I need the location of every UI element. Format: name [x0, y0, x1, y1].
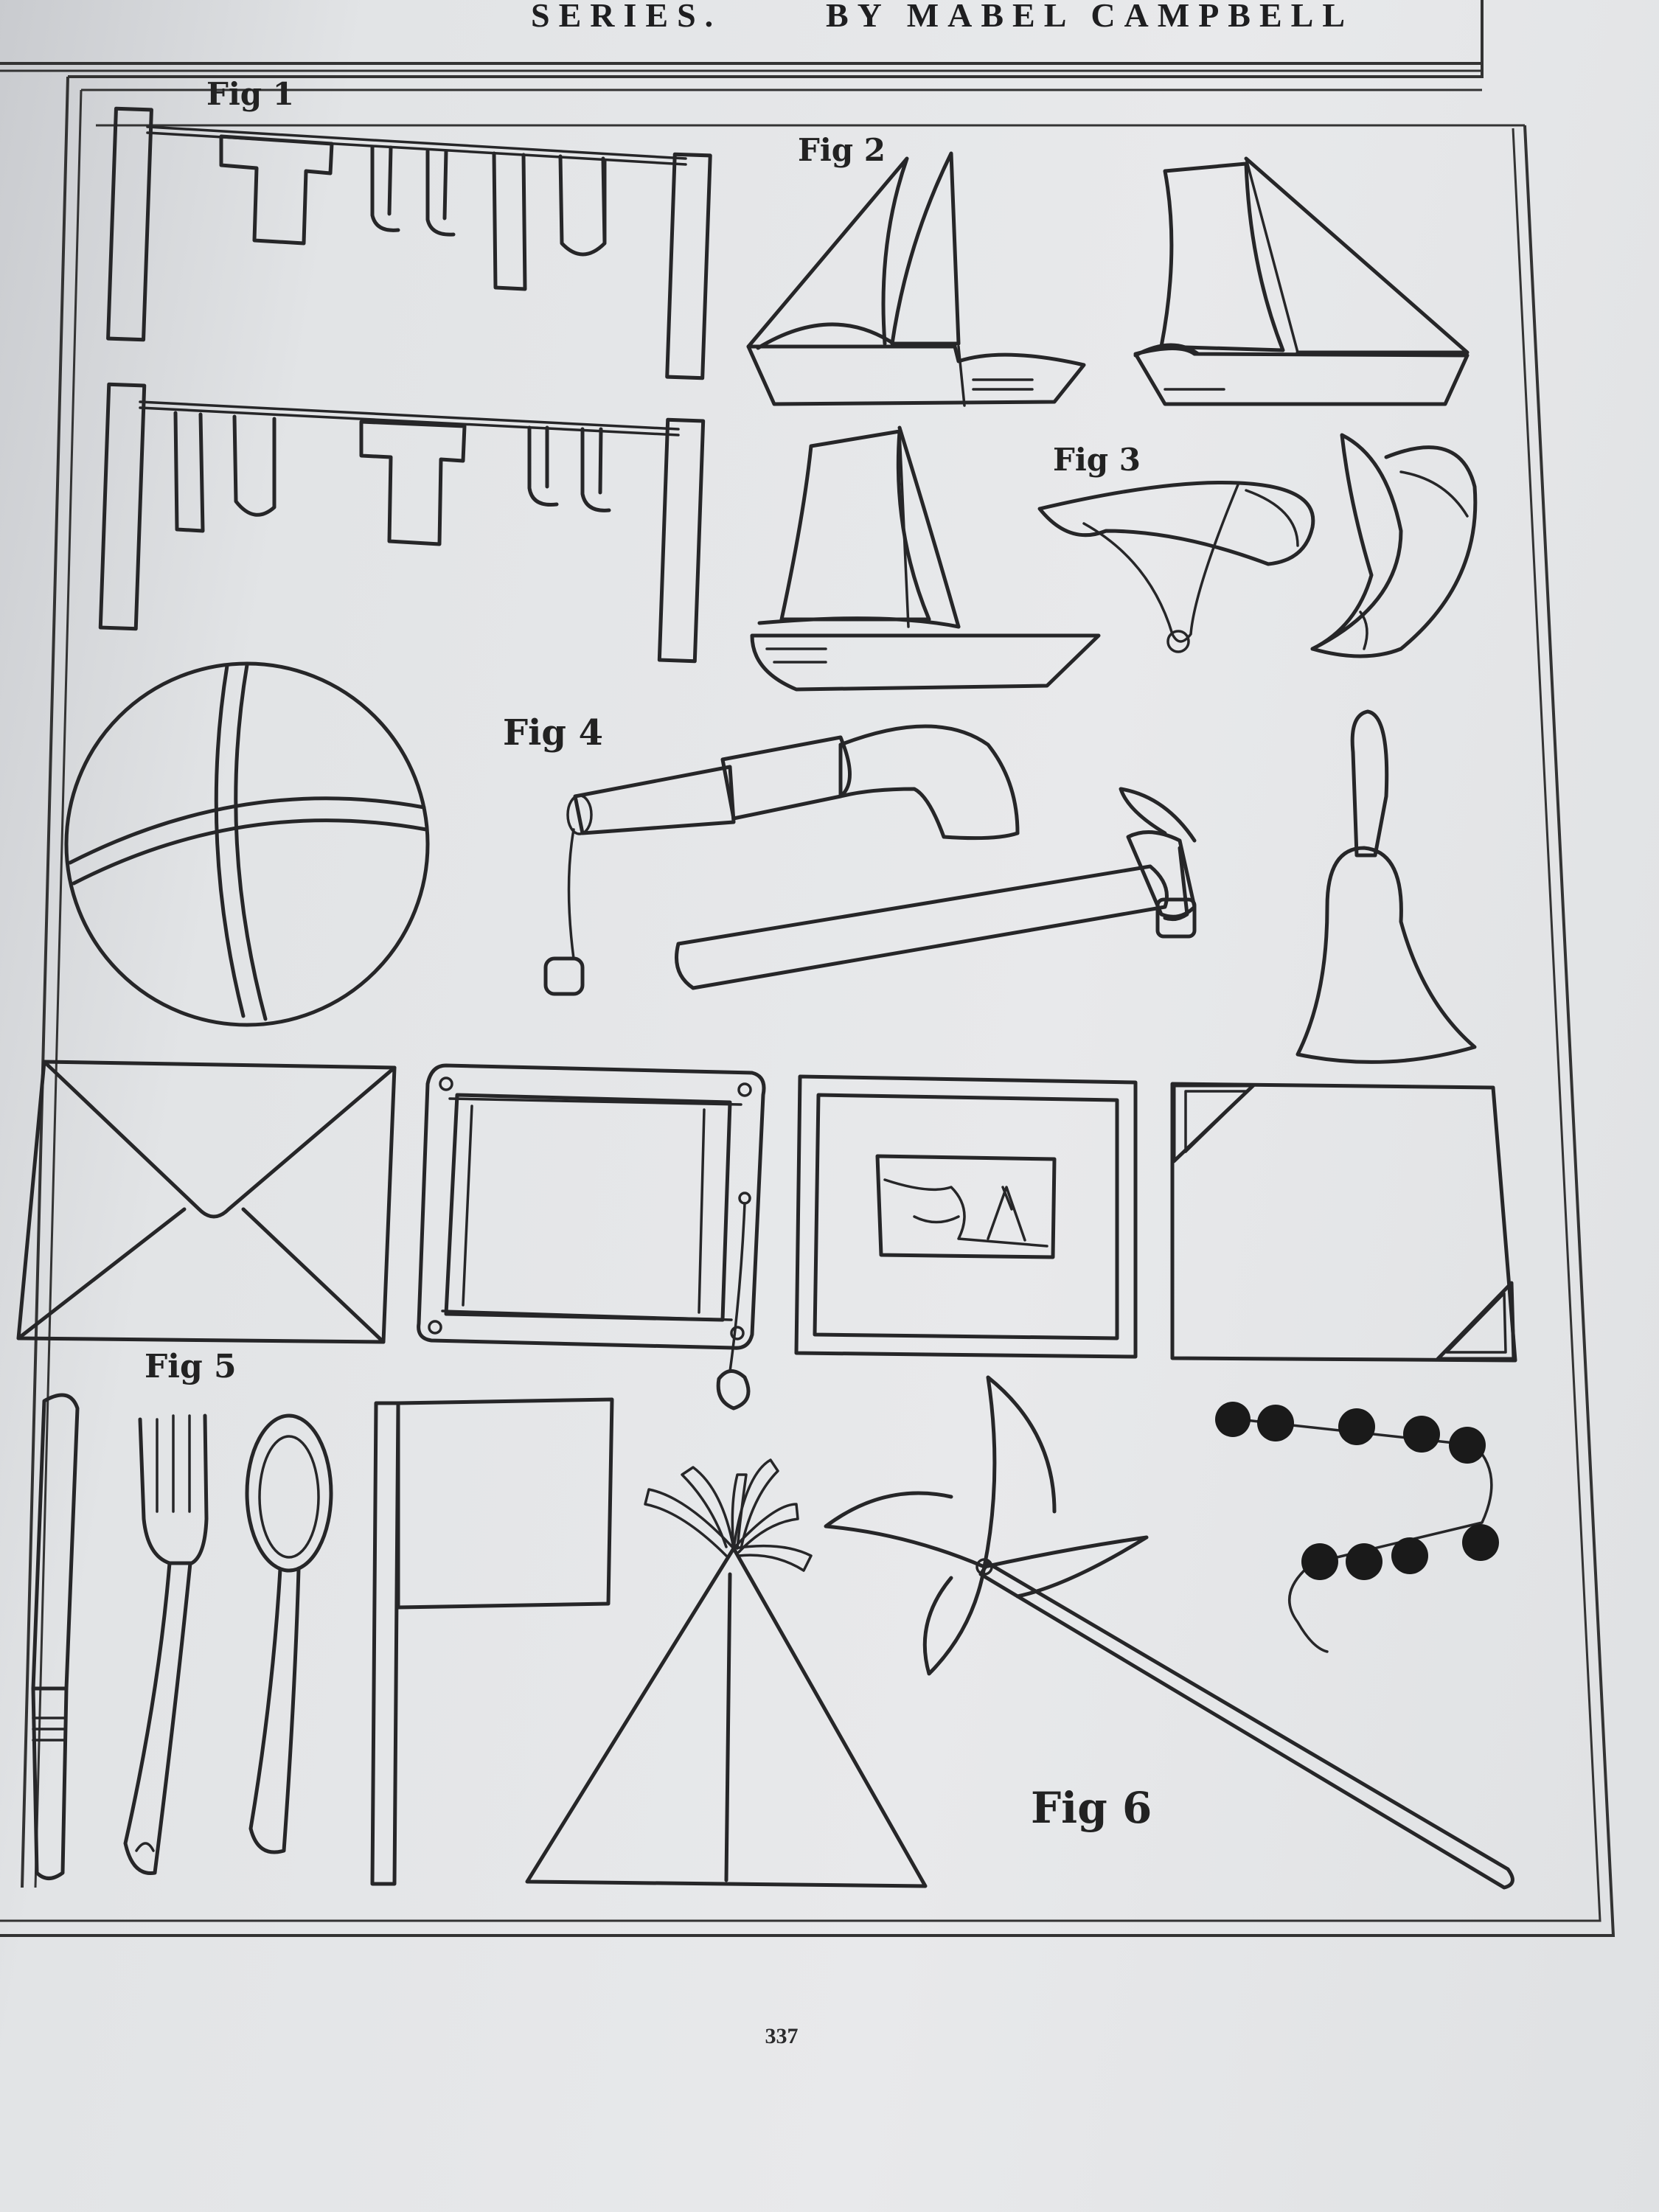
photo-corner-mount-drawing — [1170, 1082, 1517, 1363]
fig4-label: Fig 4 — [503, 712, 603, 754]
pinwheel-drawing — [824, 1375, 1514, 1890]
fig1-label: Fig 1 — [206, 76, 294, 112]
fork-drawing — [123, 1413, 209, 1875]
bell-drawing — [1295, 709, 1477, 1064]
clothesline-top-drawing — [106, 106, 712, 380]
sailboat-bottom-drawing — [750, 425, 1101, 692]
fig5-label: Fig 5 — [145, 1348, 237, 1385]
series-title-fragment: SERIES. — [531, 0, 723, 34]
bead-string-drawing — [1215, 1402, 1499, 1653]
author-byline: BY MABEL CAMPBELL — [826, 0, 1354, 34]
fig3-label: Fig 3 — [1053, 442, 1141, 478]
horn-left-drawing — [1037, 480, 1315, 653]
slate-drawing — [417, 1063, 766, 1411]
flag-drawing — [370, 1397, 614, 1886]
sailboat-right-drawing — [1133, 156, 1470, 406]
hammer-drawing — [675, 787, 1197, 990]
illustration-plate: Fig 1 Fig 2 Fig 3 Fig 4 Fig 5 Fig 6 — [0, 0, 1615, 1937]
clothesline-bottom-drawing — [98, 382, 706, 664]
fig6-label: Fig 6 — [1031, 1783, 1152, 1833]
fig2-label: Fig 2 — [798, 132, 886, 168]
spyglass-drawing — [543, 724, 1020, 996]
plate-frame — [0, 0, 1615, 1937]
framed-picture-drawing — [794, 1074, 1138, 1359]
sailboat-left-drawing — [746, 151, 1086, 407]
ball-drawing — [64, 661, 430, 1027]
envelope-drawing — [16, 1060, 397, 1344]
horn-right-drawing — [1310, 433, 1478, 658]
spoon-drawing — [245, 1413, 333, 1854]
knife-drawing — [31, 1393, 80, 1880]
page-number: 337 — [765, 2024, 799, 2048]
page-header: SERIES. BY MABEL CAMPBELL — [413, 0, 1475, 47]
tent-drawing — [525, 1458, 928, 1888]
